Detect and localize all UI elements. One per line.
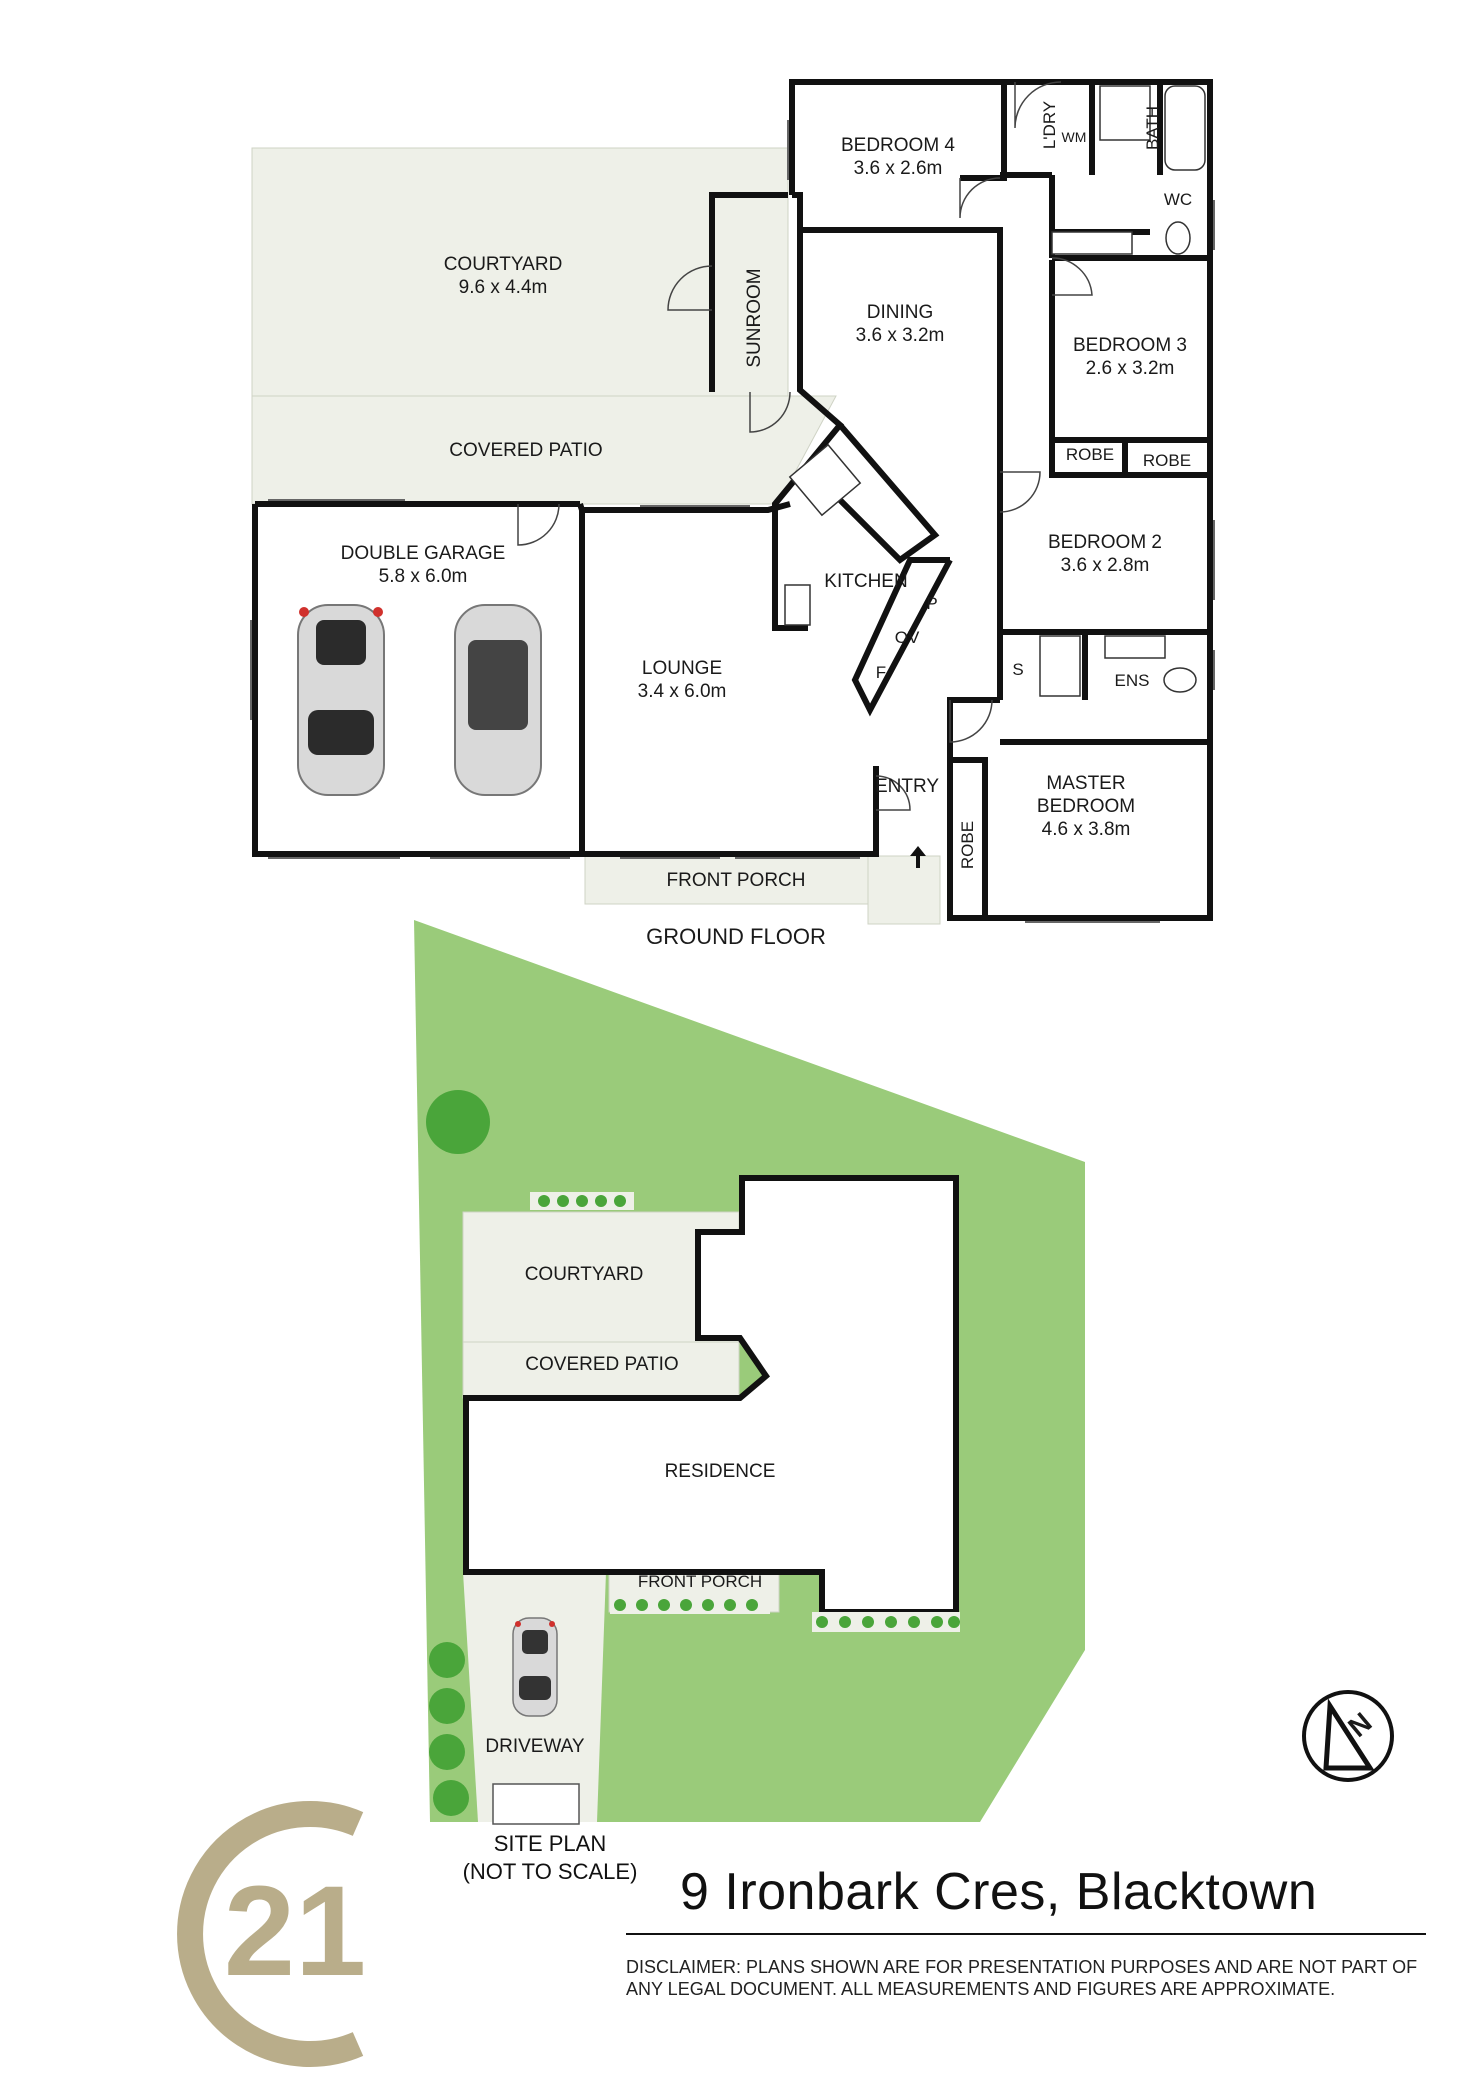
walls	[252, 79, 1213, 921]
site-covered-patio-label: COVERED PATIO	[525, 1354, 678, 1375]
pantry-label: P	[926, 594, 937, 613]
trees	[426, 1090, 490, 1816]
bedroom2-size: 3.6 x 2.8m	[1061, 555, 1150, 576]
covered-patio-label: COVERED PATIO	[449, 440, 602, 461]
logo-21: 21	[224, 1860, 366, 2003]
residence-label: RESIDENCE	[665, 1461, 776, 1482]
lounge-label: LOUNGE	[642, 658, 722, 679]
bedroom4-size: 3.6 x 2.6m	[854, 158, 943, 179]
wm-label: WM	[1062, 129, 1087, 145]
robe-a-label: ROBE	[1066, 445, 1114, 464]
wc-label: WC	[1164, 190, 1192, 209]
double-garage-label: DOUBLE GARAGE	[341, 543, 506, 564]
north-compass-icon: N	[1302, 1690, 1394, 1782]
fridge-label: F	[876, 663, 886, 682]
bedroom3-label: BEDROOM 3	[1073, 335, 1187, 356]
double-garage-size: 5.8 x 6.0m	[379, 566, 468, 587]
driveway-gate	[492, 1783, 580, 1825]
entry-porch-area	[867, 855, 941, 925]
oven-label: OV	[895, 628, 920, 647]
robe-b-label: ROBE	[1143, 451, 1191, 470]
fixtures	[784, 85, 1206, 697]
site-plan-caption: SITE PLAN (NOT TO SCALE)	[430, 1830, 670, 1886]
kitchen-label: KITCHEN	[824, 571, 907, 592]
shower-label: S	[1012, 660, 1023, 679]
master-bedroom-size: 4.6 x 3.8m	[1042, 819, 1131, 840]
shrub-icon	[429, 1688, 465, 1724]
bedroom3-size: 2.6 x 3.2m	[1086, 358, 1175, 379]
master-bedroom-label-2: BEDROOM	[1037, 796, 1135, 817]
sunroom-label: SUNROOM	[744, 268, 765, 367]
driveway-label: DRIVEWAY	[485, 1736, 585, 1757]
listing-address: 9 Ironbark Cres, Blacktown	[680, 1863, 1318, 1921]
site-plan: COURTYARD COVERED PATIO RESIDENCE FRONT …	[414, 920, 1085, 1825]
laundry-label: L'DRY	[1040, 101, 1059, 149]
lounge-size: 3.4 x 6.0m	[638, 681, 727, 702]
doors	[517, 81, 1093, 811]
brand-logo: 21	[177, 1801, 366, 2067]
site-car	[512, 1617, 558, 1717]
shrub-icon	[433, 1780, 469, 1816]
tree-icon	[426, 1090, 490, 1154]
bath-label: BATH	[1143, 106, 1162, 150]
master-bedroom-label-1: MASTER	[1046, 773, 1125, 794]
dining-size: 3.6 x 3.2m	[856, 325, 945, 346]
robe-master-label: ROBE	[958, 821, 977, 869]
site-courtyard-label: COURTYARD	[525, 1264, 644, 1285]
car-right	[454, 604, 542, 796]
ground-floor-caption: GROUND FLOOR	[646, 924, 826, 949]
front-porch-area	[584, 855, 876, 905]
ens-label: ENS	[1115, 671, 1150, 690]
front-porch-label: FRONT PORCH	[667, 870, 806, 891]
site-plan-caption-2: (NOT TO SCALE)	[462, 1859, 638, 1884]
site-front-porch-label: FRONT PORCH	[638, 1572, 762, 1591]
car-left	[297, 604, 385, 796]
courtyard-label: COURTYARD	[444, 254, 563, 275]
shrub-icon	[429, 1642, 465, 1678]
windows	[250, 120, 1215, 923]
bedroom4-label: BEDROOM 4	[841, 135, 955, 156]
entry-label: ENTRY	[875, 776, 939, 797]
bedroom2-label: BEDROOM 2	[1048, 532, 1162, 553]
disclaimer-text: DISCLAIMER: PLANS SHOWN ARE FOR PRESENTA…	[626, 1957, 1418, 1999]
courtyard-area	[251, 147, 789, 397]
shrub-icon	[429, 1734, 465, 1770]
site-plan-caption-1: SITE PLAN	[493, 1831, 607, 1856]
covered-patio-area	[251, 395, 837, 505]
site-covered-patio	[462, 1341, 740, 1399]
site-courtyard	[462, 1211, 740, 1343]
courtyard-size: 9.6 x 4.4m	[459, 277, 548, 298]
hedges	[530, 1192, 960, 1632]
entry-arrow-icon	[910, 846, 926, 868]
dining-label: DINING	[867, 302, 934, 323]
ground-floor-plan: BEDROOM 4 3.6 x 2.6m COURTYARD 9.6 x 4.4…	[250, 79, 1215, 949]
